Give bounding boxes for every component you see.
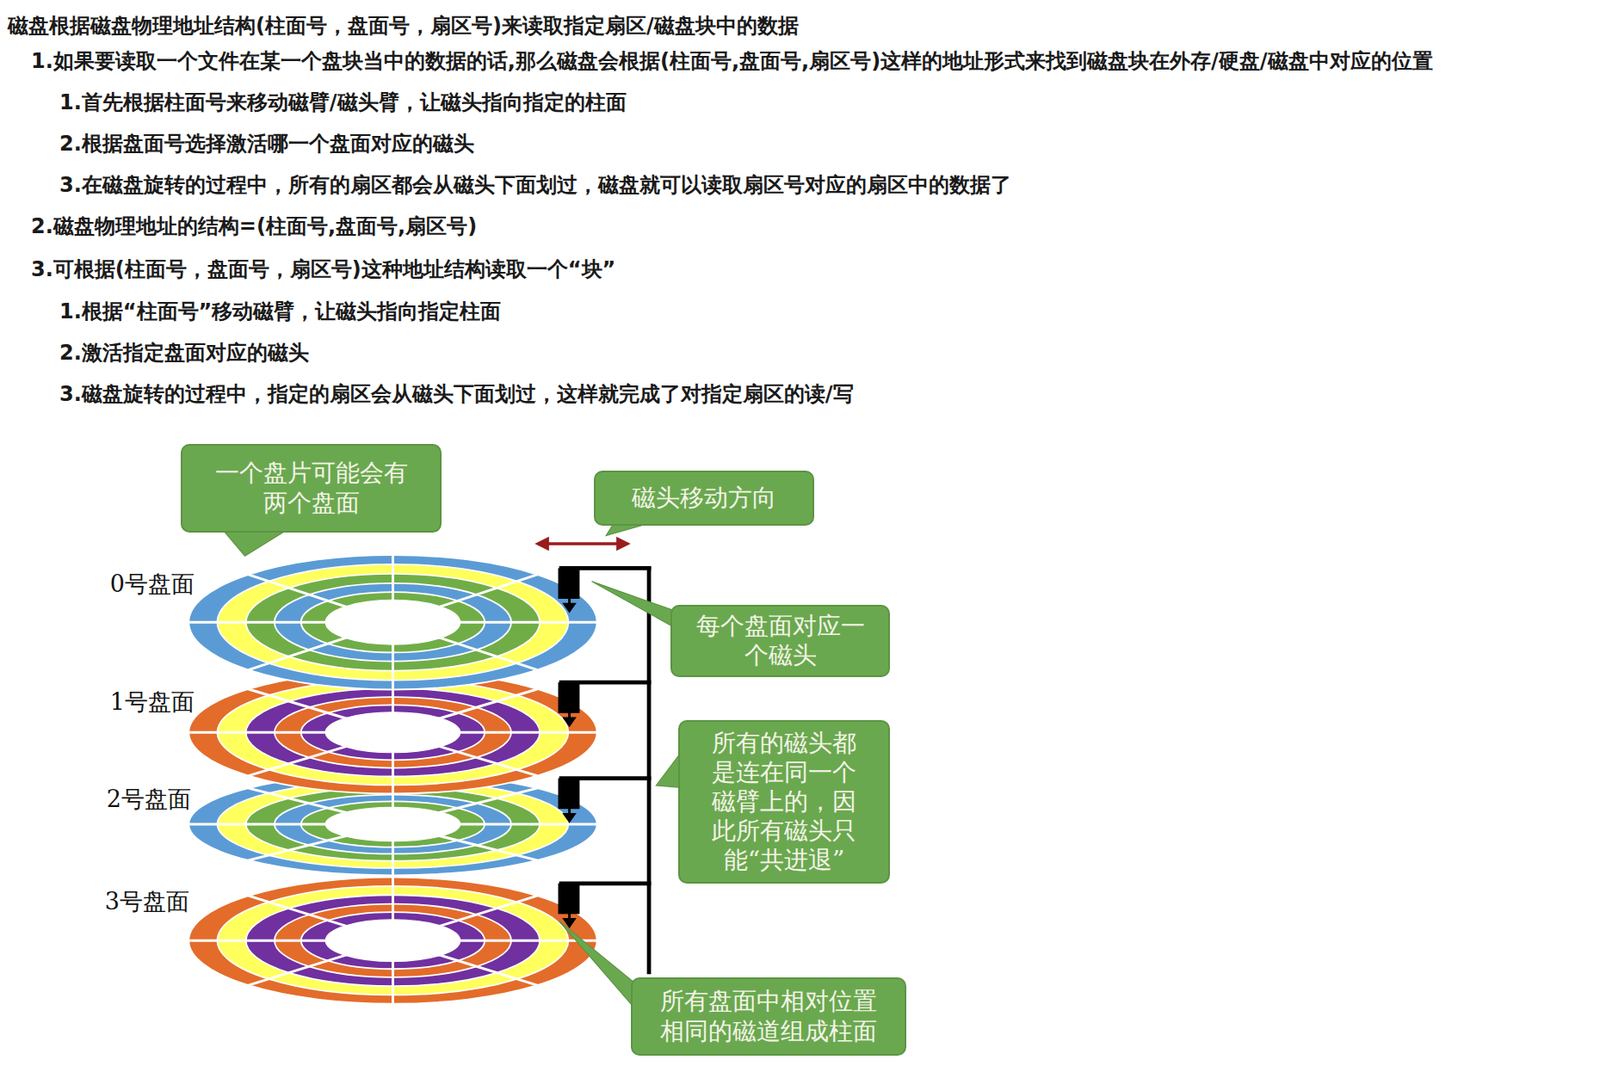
- callout-tail: [655, 753, 680, 788]
- platter-hole: [325, 920, 460, 963]
- track-ring: [188, 877, 597, 1005]
- outline-item: 2.磁盘物理地址的结构=(柱面号,盘面号,扇区号): [30, 214, 477, 240]
- track-ring: [188, 555, 597, 691]
- read-head: [558, 883, 581, 915]
- read-head: [558, 682, 581, 714]
- arrow-shaft: [544, 542, 621, 546]
- sector-line: [248, 788, 538, 861]
- platter-label: 1号盘面: [110, 688, 195, 717]
- outline-item: 2.激活指定盘面对应的磁头: [59, 340, 309, 366]
- callout-tail: [222, 529, 288, 556]
- outline-item: 2.根据盘面号选择激活哪一个盘面对应的磁头: [59, 131, 475, 157]
- head-arrow: [562, 813, 577, 824]
- callout-box: 每个盘面对应一个磁头: [670, 605, 890, 678]
- callout-tail: [559, 921, 633, 1007]
- platter-label: 0号盘面: [110, 570, 195, 599]
- read-head: [558, 568, 581, 600]
- outline-item: 3.可根据(柱面号，盘面号，扇区号)这种地址结构读取一个“块”: [30, 257, 616, 283]
- arrow-head: [616, 537, 631, 552]
- sector-line: [248, 689, 538, 777]
- callout-text: 一个盘片可能会有两个盘面: [212, 458, 411, 518]
- outline-item: 1.根据“柱面号”移动磁臂，让磁头指向指定柱面: [59, 299, 501, 325]
- move-arrow: [534, 537, 631, 552]
- disk-arm: [558, 566, 652, 975]
- outline-item: 1.首先根据柱面号来移动磁臂/磁头臂，让磁头指向指定的柱面: [59, 90, 627, 116]
- callout-box: 一个盘片可能会有两个盘面: [180, 444, 442, 533]
- callout-box: 所有盘面中相对位置相同的磁道组成柱面: [630, 977, 907, 1057]
- outline-item: 3.在磁盘旋转的过程中，所有的扇区都会从磁头下面划过，磁盘就可以读取扇区号对应的…: [59, 172, 1012, 198]
- outline-item: 1.如果要读取一个文件在某一个盘块当中的数据的话,那么磁盘会根据(柱面号,盘面号…: [30, 49, 1434, 75]
- head-arrow: [562, 603, 577, 614]
- sector-line: [248, 895, 538, 986]
- callout-box: 磁头移动方向: [593, 470, 815, 526]
- disk-platter: [188, 877, 597, 1005]
- sector-line: [248, 574, 538, 671]
- callout-tail: [592, 581, 674, 627]
- callout-text: 所有盘面中相对位置相同的磁道组成柱面: [657, 987, 880, 1046]
- read-head: [558, 778, 581, 810]
- callout-box: 所有的磁头都是连在同一个磁臂上的，因此所有磁头只能“共进退”: [678, 720, 890, 884]
- head-arrow: [562, 717, 577, 729]
- outline-item: 3.磁盘旋转的过程中，指定的扇区会从磁头下面划过，这样就完成了对指定扇区的读/写: [59, 382, 854, 408]
- platter-hole: [325, 712, 460, 754]
- arrow-head: [534, 537, 550, 552]
- callout-text: 所有的磁头都是连在同一个磁臂上的，因此所有磁头只能“共进退”: [709, 728, 859, 877]
- callout-text: 磁头移动方向: [609, 483, 799, 513]
- title-text: 磁盘根据磁盘物理地址结构(柱面号，盘面号，扇区号)来读取指定扇区/磁盘块中的数据: [7, 13, 799, 39]
- callout-text: 每个盘面对应一个磁头: [693, 611, 868, 671]
- disk-platter: [188, 555, 597, 691]
- platter-hole: [325, 599, 460, 645]
- arm-bar: [647, 566, 652, 975]
- platter-label: 3号盘面: [105, 888, 190, 916]
- platter-hole: [325, 807, 460, 841]
- platter-label: 2号盘面: [106, 785, 192, 814]
